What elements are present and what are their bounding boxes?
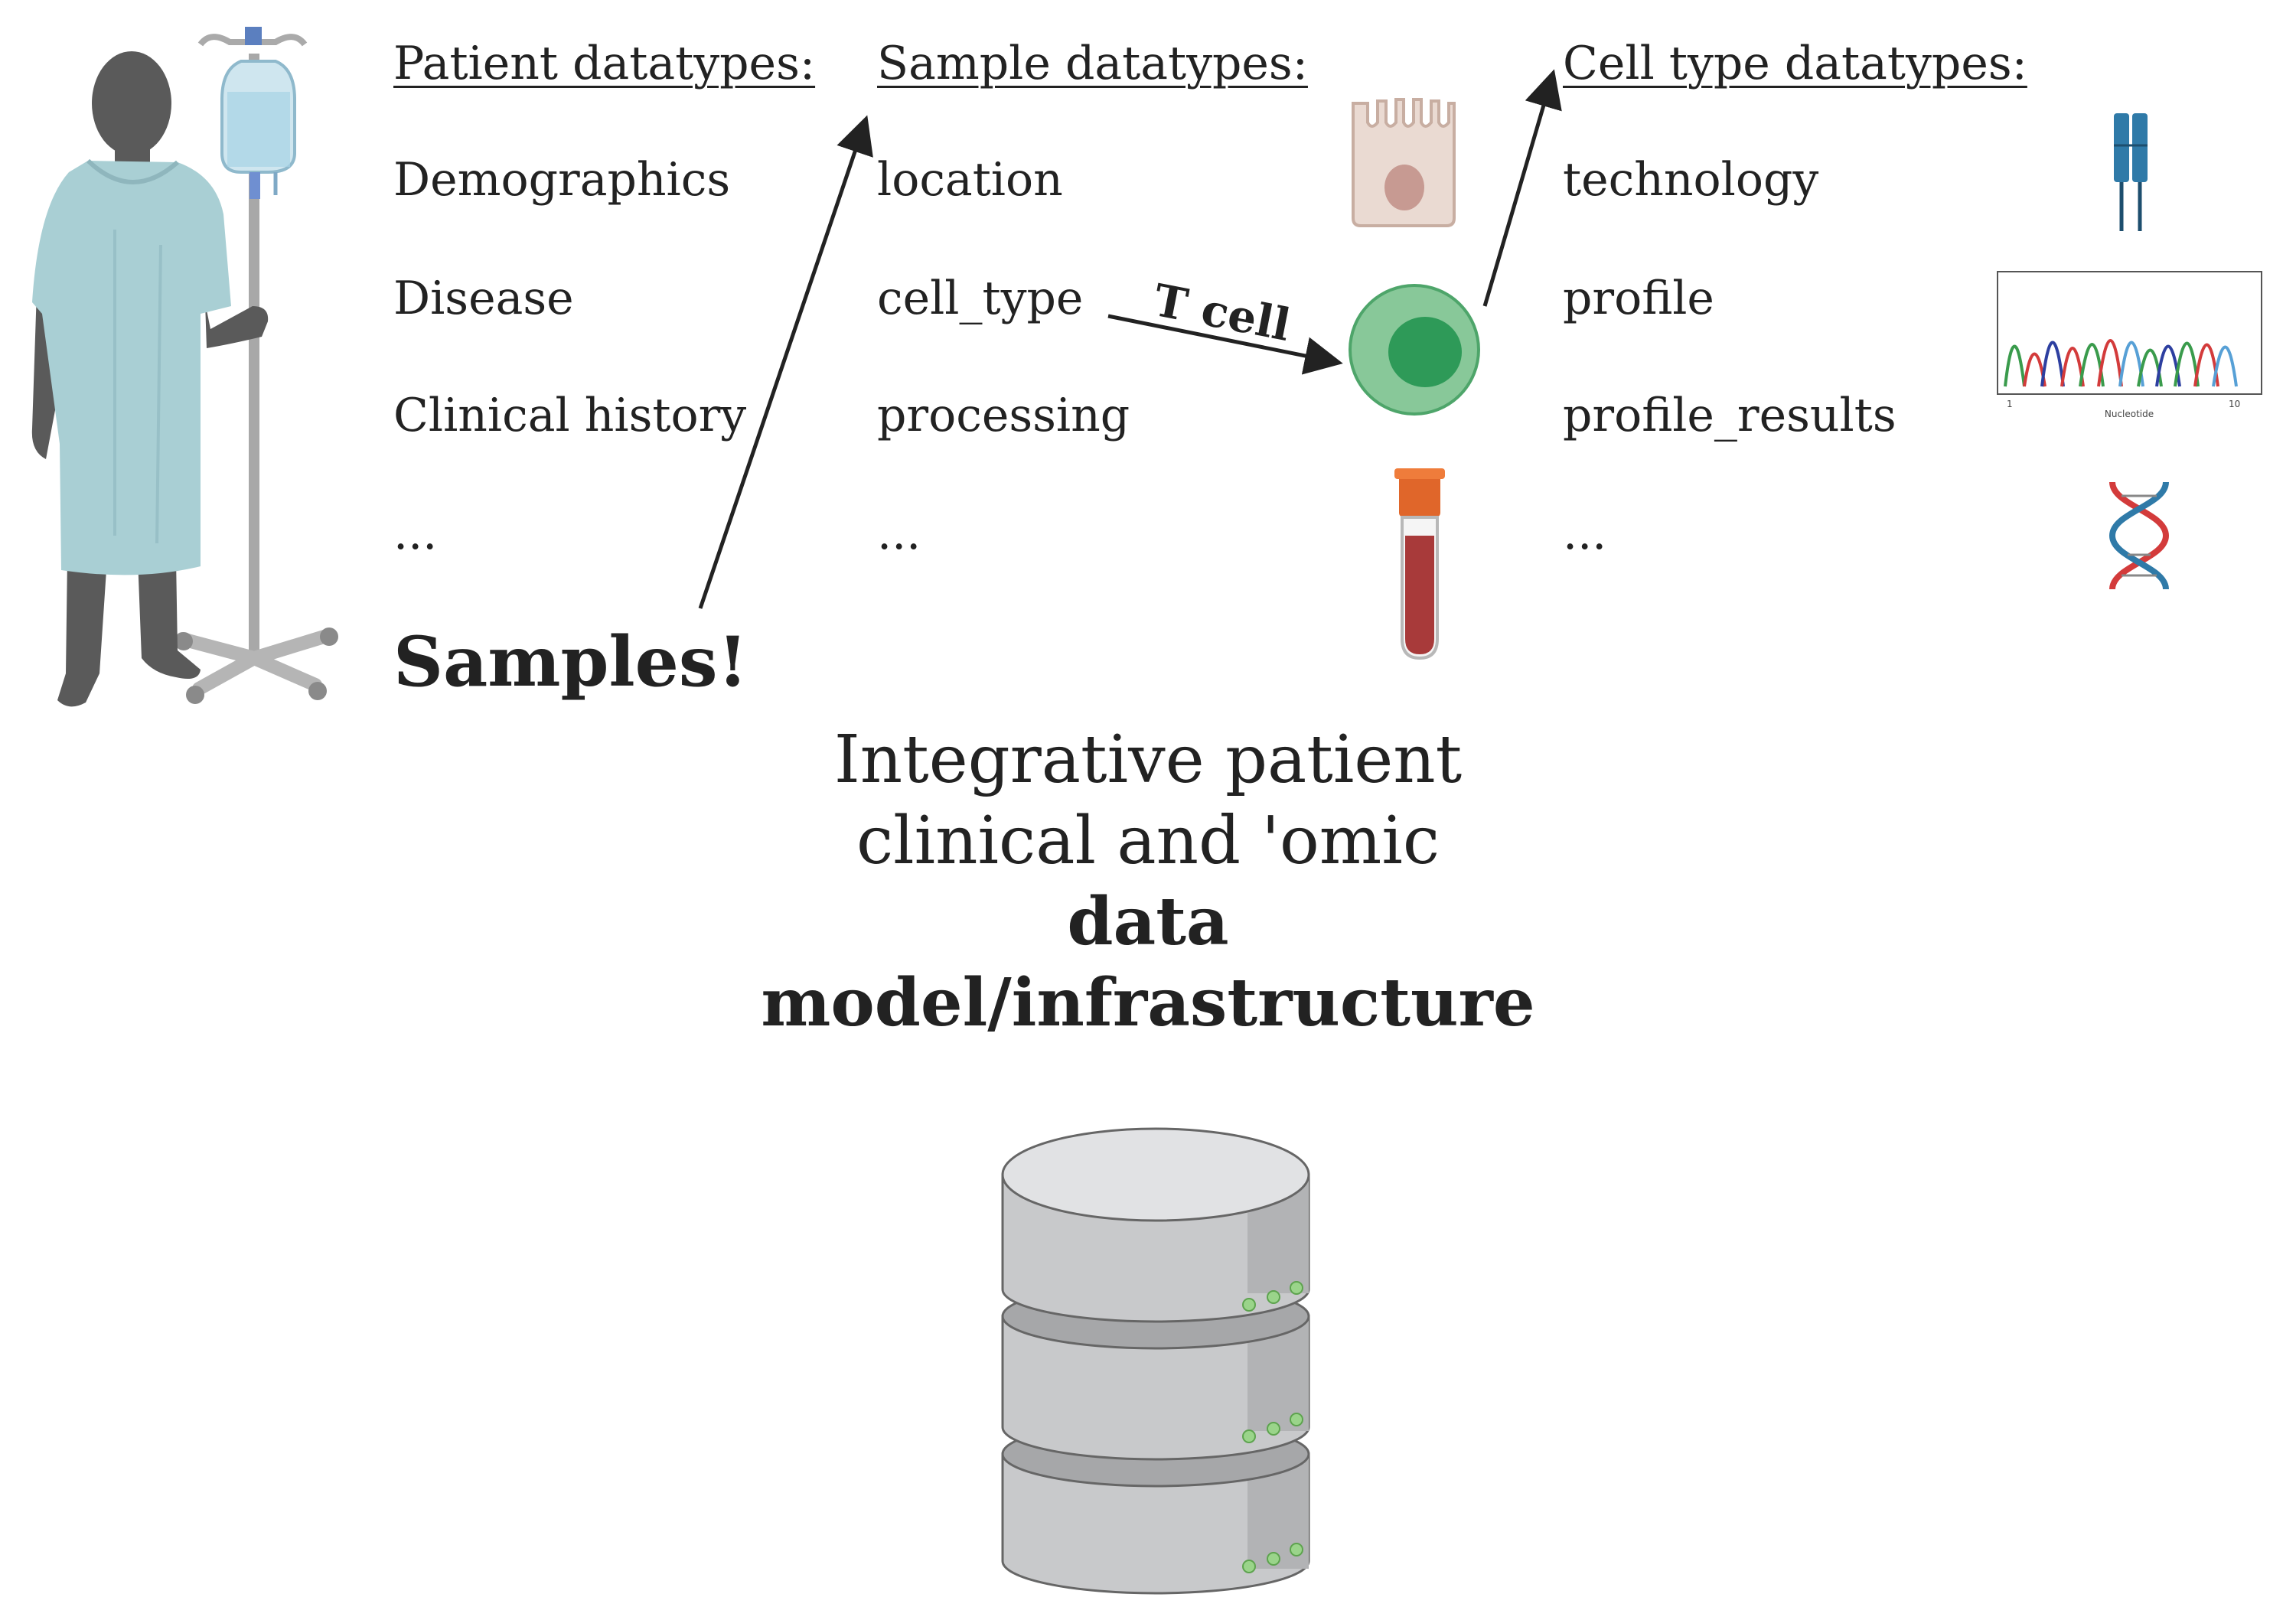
patient-icon bbox=[31, 27, 338, 707]
celltype-datatypes-header: Cell type datatypes: bbox=[1563, 37, 2027, 90]
sample-item-processing: processing bbox=[877, 389, 1130, 442]
sample-item-ellipsis: ... bbox=[877, 507, 921, 560]
dna-icon bbox=[2108, 481, 2170, 590]
patient-item-demographics: Demographics bbox=[393, 153, 731, 207]
tcell-arrow bbox=[1107, 314, 1343, 375]
celltype-arrow bbox=[1482, 69, 1562, 307]
caption-line-2: clinical and 'omic bbox=[856, 803, 1440, 879]
chromatogram-axis-start: 1 bbox=[2007, 399, 2013, 409]
chromatogram-icon: 1 10 Nucleotide bbox=[1997, 271, 2262, 419]
t-cell-icon bbox=[1349, 284, 1480, 416]
sample-datatypes-header: Sample datatypes: bbox=[877, 37, 1308, 90]
patient-item-ellipsis: ... bbox=[393, 507, 438, 560]
sample-item-location: location bbox=[877, 153, 1063, 207]
caption-line-3: data bbox=[1067, 883, 1229, 960]
celltype-item-profile-results: profile_results bbox=[1563, 389, 1896, 442]
samples-label: Samples! bbox=[393, 621, 748, 702]
chromatogram-axis-end: 10 bbox=[2229, 399, 2240, 409]
samples-arrow bbox=[698, 115, 873, 609]
caption-line-1: Integrative patient bbox=[833, 722, 1463, 798]
blood-tube-icon bbox=[1394, 468, 1445, 660]
patient-datatypes-header: Patient datatypes: bbox=[393, 37, 816, 90]
celltype-item-ellipsis: ... bbox=[1563, 507, 1607, 560]
epithelial-cell-icon bbox=[1352, 98, 1456, 227]
chromatogram-axis-label: Nucleotide bbox=[2105, 409, 2154, 419]
sample-item-cell-type: cell_type bbox=[877, 272, 1084, 325]
patient-item-disease: Disease bbox=[393, 272, 574, 325]
celltype-item-technology: technology bbox=[1563, 153, 1819, 207]
sequencing-chip-icon bbox=[2114, 113, 2148, 231]
caption: Integrative patient clinical and 'omic d… bbox=[689, 719, 1607, 1044]
database-icon bbox=[1001, 1127, 1310, 1595]
caption-line-4: model/infrastructure bbox=[761, 964, 1535, 1041]
celltype-item-profile: profile bbox=[1563, 272, 1714, 325]
patient-item-clinical-history: Clinical history bbox=[393, 389, 747, 442]
